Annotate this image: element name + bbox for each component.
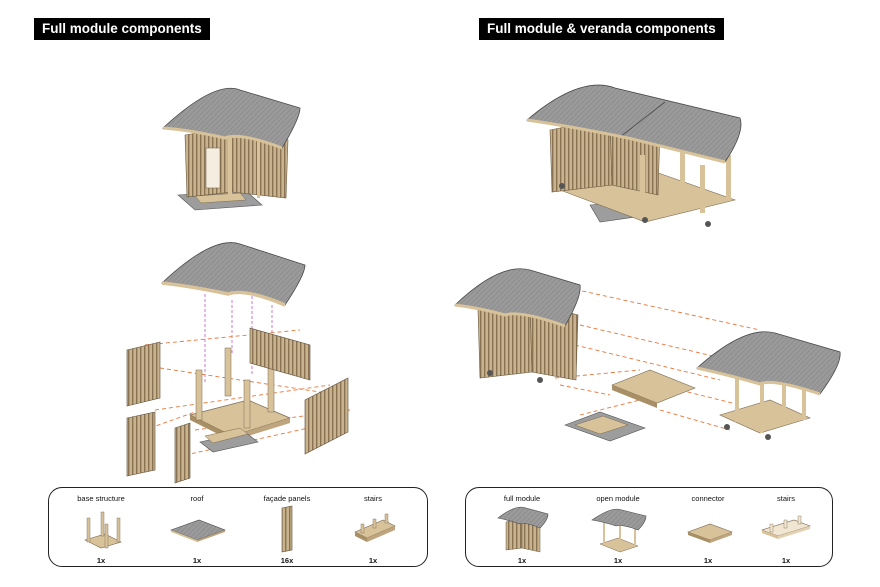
legend-item-connector: connector 1x xyxy=(662,488,754,566)
legend-label: roof xyxy=(190,494,204,503)
legend-item-stairs-right: stairs 1x xyxy=(740,488,832,566)
legend-qty: 1x xyxy=(781,556,791,565)
stairs-exploded xyxy=(199,427,259,453)
facade-panel-icon xyxy=(281,505,293,553)
legend-label: open module xyxy=(596,494,640,503)
legend-qty: 1x xyxy=(96,556,106,565)
facade-panels-exploded xyxy=(126,327,349,484)
legend-qty: 1x xyxy=(368,556,378,565)
legend-qty: 1x xyxy=(192,556,202,565)
legend-qty: 1x xyxy=(517,556,527,565)
full-module-exploded xyxy=(126,242,351,484)
legend-item-roof: roof 1x xyxy=(151,488,243,566)
legend-qty: 1x xyxy=(613,556,623,565)
open-module-icon xyxy=(591,508,647,553)
connector-icon xyxy=(687,523,733,543)
roof-exploded xyxy=(161,242,306,307)
left-title: Full module components xyxy=(34,18,210,40)
legend-item-stairs: stairs 1x xyxy=(327,488,419,566)
open-module-exploded xyxy=(696,331,841,440)
right-title: Full module & veranda components xyxy=(479,18,724,40)
legend-label: stairs xyxy=(364,494,382,503)
legend-label: full module xyxy=(503,494,541,503)
stairs-exploded-right xyxy=(564,411,646,442)
orange-guide-lines-right xyxy=(554,284,761,431)
legend-item-facade-panels: façade panels 16x xyxy=(241,488,333,566)
full-module-veranda-assembled xyxy=(526,84,742,227)
legend-label: stairs xyxy=(777,494,795,503)
stairs-assembled xyxy=(194,192,247,204)
connector-exploded xyxy=(611,369,696,408)
base-structure-exploded xyxy=(189,347,292,441)
legend-qty: 16x xyxy=(280,556,294,565)
base-structure-icon xyxy=(84,511,122,549)
legend-left: base structure 1x roof 1x façade panels … xyxy=(48,487,428,567)
legend-label: connector xyxy=(691,494,725,503)
full-module-exploded-right xyxy=(454,268,581,383)
legend-item-base-structure: base structure 1x xyxy=(55,488,147,566)
full-module-assembled xyxy=(162,87,301,211)
legend-item-full-module: full module 1x xyxy=(476,488,568,566)
stairs-icon xyxy=(354,513,396,542)
legend-qty: 1x xyxy=(703,556,713,565)
roof-icon xyxy=(170,519,226,542)
stairs-icon xyxy=(761,515,811,539)
legend-item-open-module: open module 1x xyxy=(572,488,664,566)
legend-right: full module 1x open module 1x connector … xyxy=(465,487,833,567)
legend-label: façade panels xyxy=(263,494,311,503)
full-module-veranda-exploded xyxy=(454,268,841,442)
legend-label: base structure xyxy=(77,494,125,503)
full-module-icon xyxy=(497,506,549,553)
